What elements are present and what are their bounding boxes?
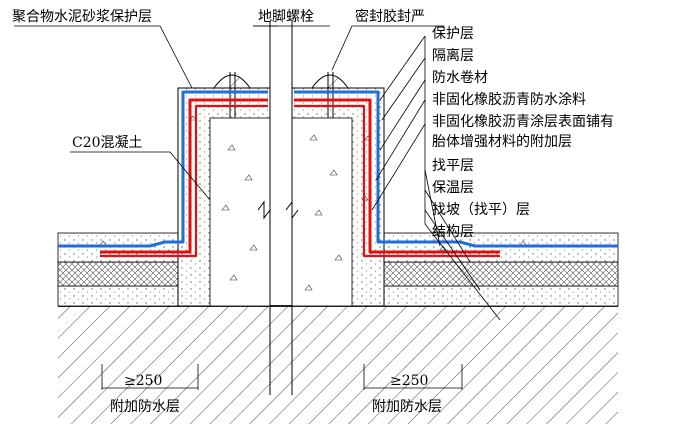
- layer-list-item: 隔离层: [432, 47, 474, 64]
- concrete-pedestal: [99, 87, 527, 307]
- layer-list-item: 非固化橡胶沥青涂层表面铺有: [432, 113, 614, 130]
- layer-list-item: 找坡（找平）层: [432, 202, 530, 218]
- insulation-layer-right: [367, 261, 619, 287]
- left-dimension-label: 附加防水层: [110, 399, 180, 415]
- right-dimension-value: ≥250: [390, 373, 428, 389]
- left-dimension-value: ≥250: [124, 373, 162, 389]
- right-dimension-label: 附加防水层: [372, 399, 442, 415]
- protective-layer-label: 聚合物水泥砂浆保护层: [12, 9, 152, 25]
- layer-list-item: 防水卷材: [432, 70, 488, 86]
- slope-layer-right: [367, 285, 619, 307]
- layer-list-item: 保护层: [432, 26, 474, 42]
- layer-list: 保护层 隔离层 防水卷材 非固化橡胶沥青防水涂料 非固化橡胶沥青涂层表面铺有 胎…: [432, 26, 614, 240]
- layer-list-item: 非固化橡胶沥青防水涂料: [432, 91, 586, 108]
- anchor-bolt-label: 地脚螺栓: [258, 9, 314, 25]
- layer-list-item: 找平层: [432, 158, 474, 174]
- sealant-label: 密封胶封严: [355, 8, 425, 25]
- leader-lines: [14, 25, 501, 321]
- dimension-lines: [101, 364, 463, 390]
- waterproof-membrane: [58, 90, 618, 258]
- layer-list-item: 胎体增强材料的附加层: [432, 134, 572, 150]
- layer-list-item: 保温层: [432, 180, 474, 196]
- structural-slab: [58, 305, 618, 424]
- layer-list-item: 结构层: [432, 224, 474, 240]
- concrete-label: C20混凝土: [72, 135, 143, 151]
- sealant-bead: [213, 74, 349, 89]
